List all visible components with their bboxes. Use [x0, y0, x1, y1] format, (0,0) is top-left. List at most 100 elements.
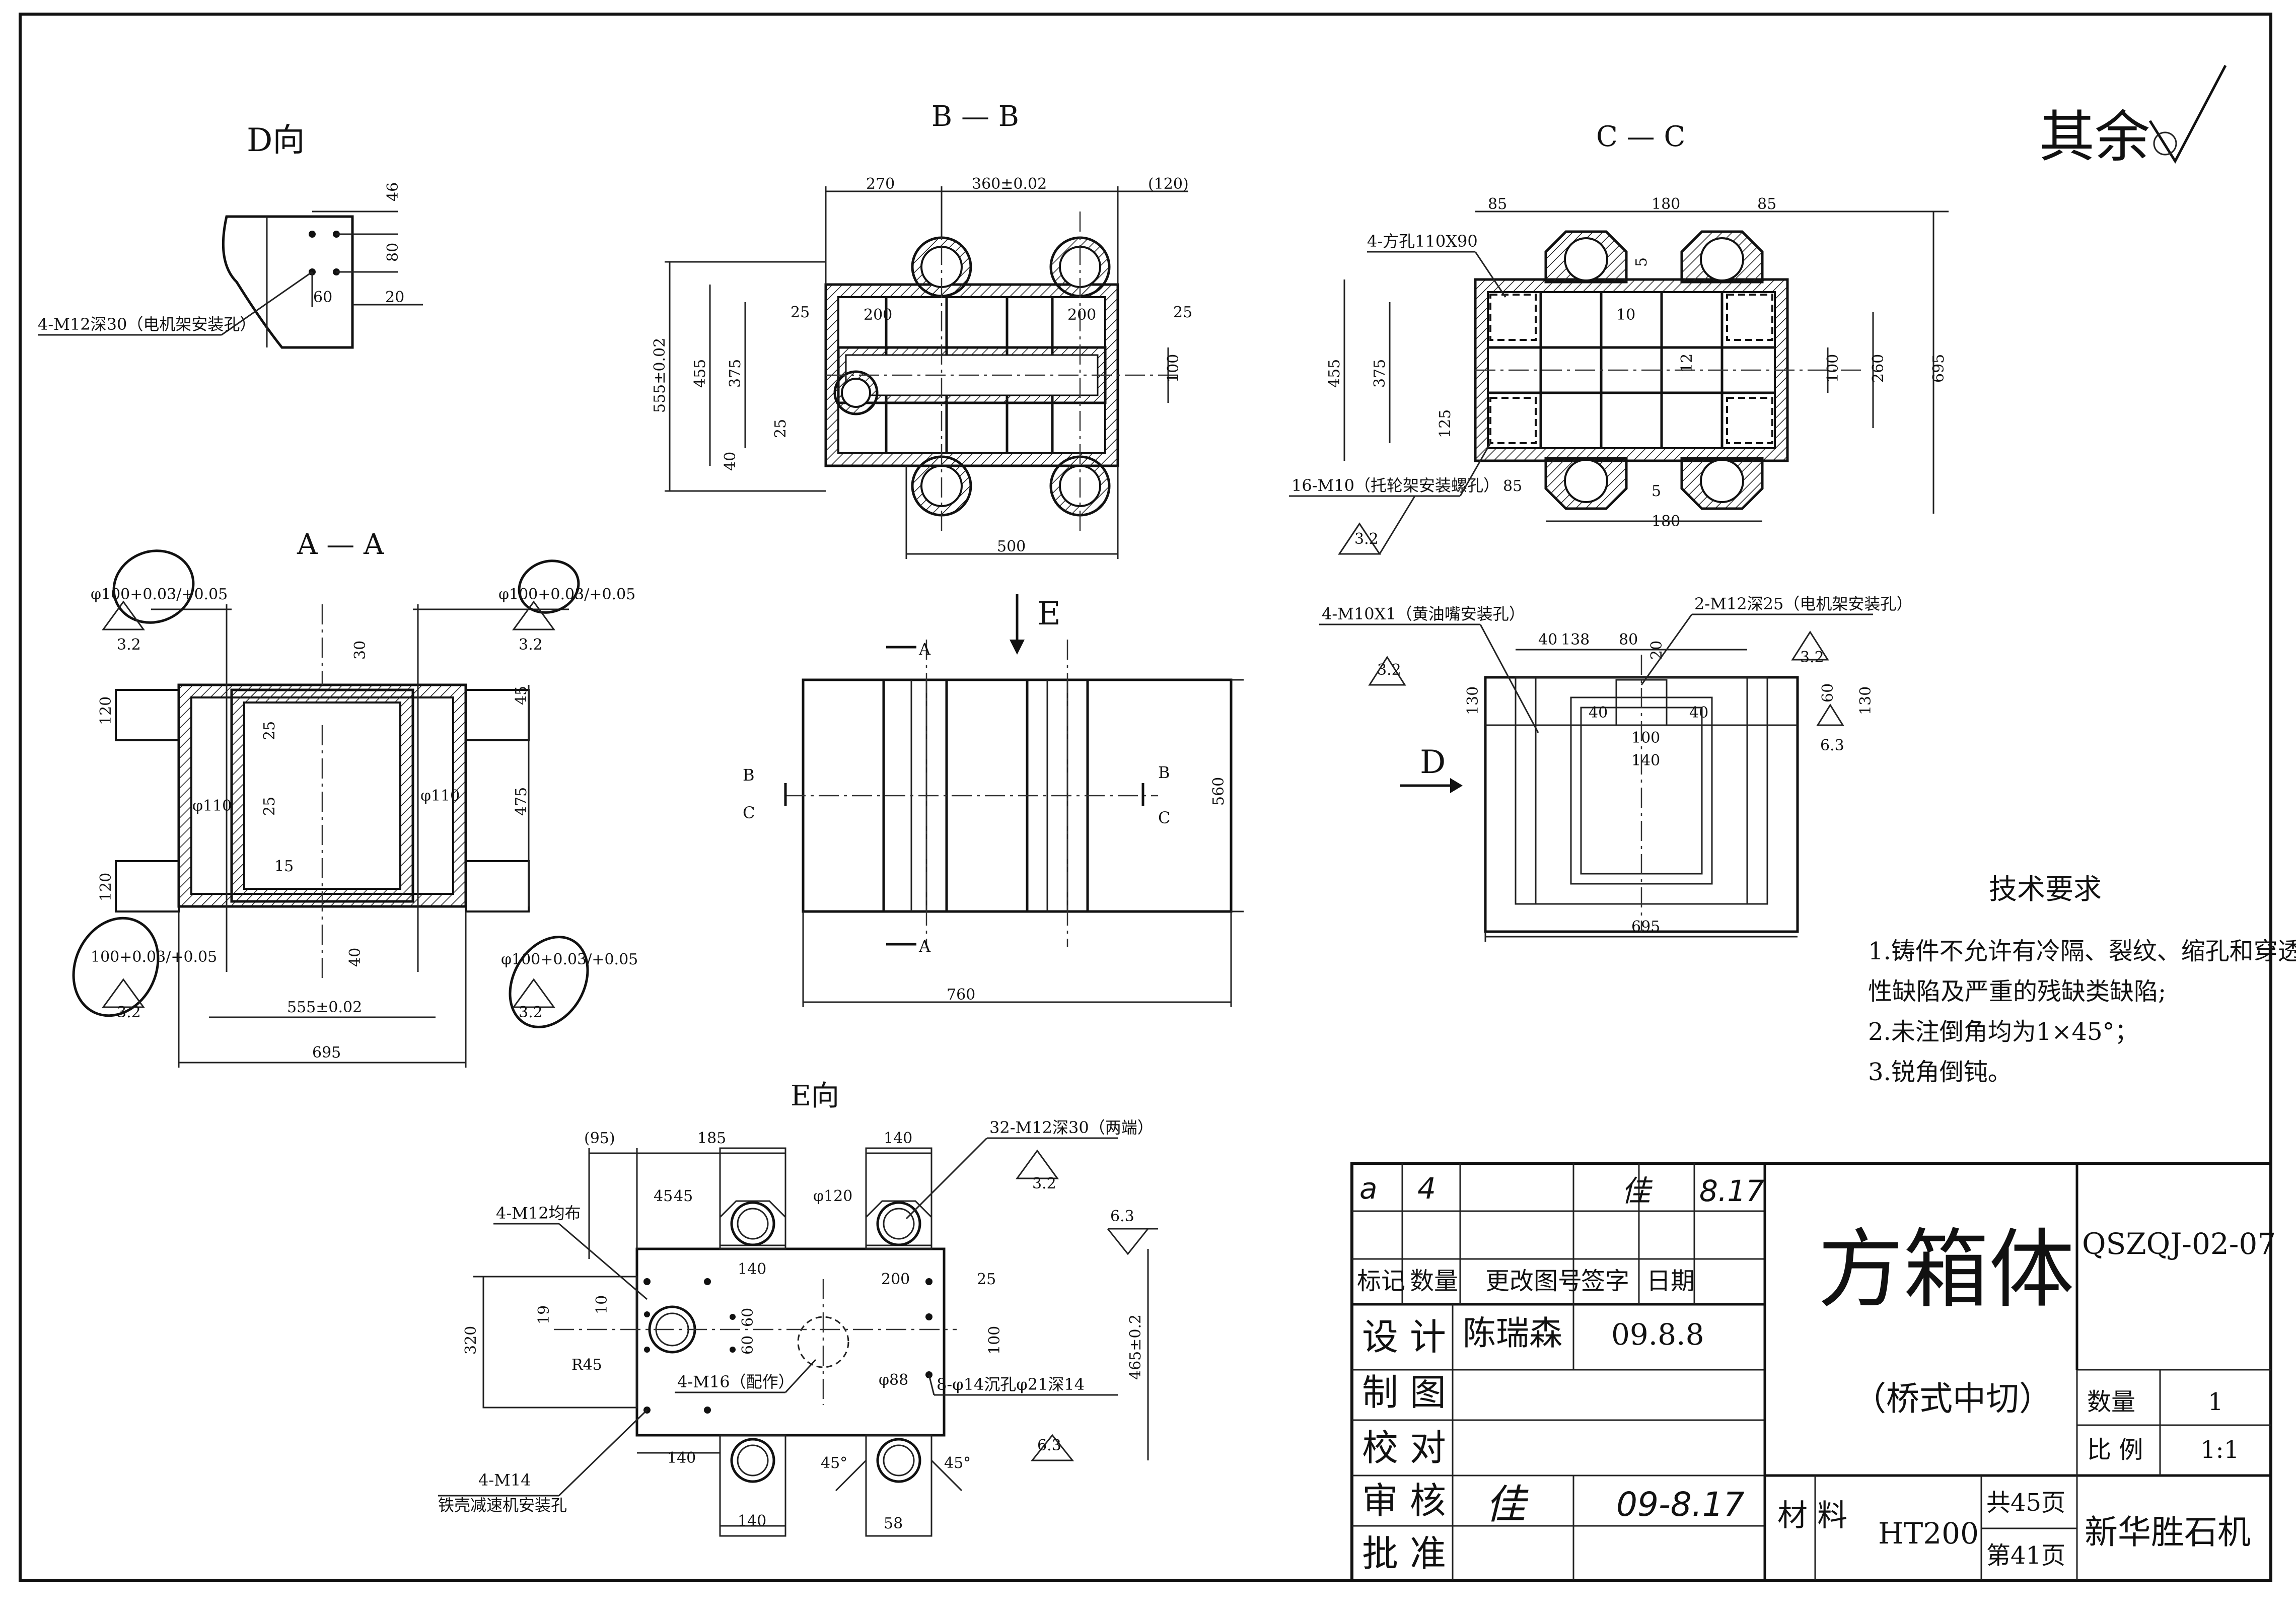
cc-dim-85b: 85	[1757, 195, 1776, 213]
cc-dim-125: 125	[1437, 409, 1454, 438]
e-32-m12-note: 32-M12深30（两端）	[989, 1118, 1154, 1137]
e-roughness-c: 6.3	[1037, 1437, 1061, 1454]
front-section-c-right: C	[1158, 808, 1170, 827]
side-dim-80: 80	[1619, 631, 1638, 649]
e-dim-10: 10	[593, 1295, 611, 1314]
cc-square-holes-note: 4-方孔110X90	[1367, 232, 1478, 251]
e-dim-58: 58	[884, 1515, 903, 1532]
e-view: E向 (95) 185 140 45 45 φ120 140 200	[438, 1080, 1158, 1537]
header-mark: 标记	[1357, 1267, 1405, 1295]
page-number: 第41页	[1986, 1541, 2065, 1570]
design-date: 09.8.8	[1611, 1317, 1704, 1352]
d-view-hole-note: 4-M12深30（电机架安装孔）	[38, 315, 256, 334]
e-roughness-a: 3.2	[1032, 1175, 1056, 1192]
aa-roughness-tl: 3.2	[117, 636, 141, 654]
e-dim-200: 200	[881, 1271, 910, 1288]
header-qty: 数量	[1410, 1267, 1458, 1295]
rev-sign: 佳	[1621, 1174, 1653, 1208]
d-view: D向 46 80 60 20 4-M12深30（电机架安装孔）	[38, 122, 423, 349]
e-dim-phi120: φ120	[813, 1187, 852, 1205]
e-roughness-b: 6.3	[1110, 1208, 1134, 1225]
side-dim-130a: 130	[1464, 686, 1482, 715]
tech-req-line-1: 1.铸件不允许有冷隔、裂纹、缩孔和穿透	[1868, 937, 2296, 965]
e-dim-185: 185	[697, 1130, 726, 1147]
rev-mark: a	[1359, 1171, 1378, 1206]
tech-req-line-2: 性缺陷及严重的残缺类缺陷;	[1868, 977, 2166, 1006]
part-subtitle: （桥式中切）	[1853, 1379, 2052, 1418]
cc-dim-180b: 180	[1652, 513, 1680, 530]
e-dim-r45: R45	[571, 1356, 602, 1374]
e-dim-45deg-b: 45°	[944, 1454, 971, 1472]
e-dim-60b: 60	[739, 1336, 757, 1355]
aa-dim-phi110a: φ110	[192, 797, 232, 815]
side-dim-40a: 40	[1538, 631, 1557, 649]
aa-dim-120a: 120	[97, 696, 115, 725]
front-e-arrow-label: E	[1037, 595, 1061, 633]
d-dim-60: 60	[313, 289, 332, 306]
side-dim-40c: 40	[1689, 704, 1708, 722]
cc-dim-180a: 180	[1652, 195, 1680, 213]
aa-dim-25b: 25	[261, 797, 278, 816]
front-dim-560: 560	[1210, 777, 1228, 806]
aa-roughness-tr: 3.2	[519, 636, 543, 654]
tech-req-title: 技术要求	[1989, 873, 2102, 906]
side-d-arrow-label: D	[1420, 744, 1446, 781]
reviewer-sign: 佳	[1485, 1481, 1529, 1528]
scale-value: 1:1	[2200, 1436, 2239, 1464]
e-dim-19: 19	[535, 1305, 553, 1324]
check-label: 校 对	[1362, 1427, 1446, 1469]
e-view-title: E向	[791, 1080, 839, 1112]
aa-dim-phi110b: φ110	[420, 787, 460, 805]
side-view: D 4-M10X1（黄油嘴安装孔） 2-M12深25（电机架安装孔） 40 13…	[1319, 594, 1912, 942]
bb-dim-25c: 25	[772, 419, 790, 438]
front-section-c-left: C	[743, 803, 755, 822]
header-date: 日期	[1646, 1267, 1695, 1295]
surface-note-text: 其余	[2039, 105, 2150, 169]
aa-tol-phi100-br: φ100+0.03/+0.05	[501, 951, 638, 968]
bb-dim-500: 500	[997, 538, 1026, 555]
bb-title: B — B	[931, 100, 1019, 133]
side-dim-140: 140	[1631, 752, 1660, 769]
design-label: 设 计	[1362, 1316, 1446, 1358]
bb-dim-270: 270	[866, 175, 895, 193]
aa-dim-120b: 120	[97, 873, 115, 901]
e-dim-60a: 60	[739, 1308, 757, 1327]
cc-dim-85c: 85	[1503, 477, 1522, 495]
review-date: 09-8.17	[1616, 1485, 1745, 1524]
e-dim-45a: 45	[654, 1187, 673, 1205]
front-section-b-left: B	[743, 765, 755, 785]
designer-name: 陈瑞森	[1463, 1314, 1562, 1353]
cc-tapped-holes-note: 16-M10（托轮架安装螺孔）	[1292, 476, 1499, 495]
company-name: 新华胜石机	[2085, 1513, 2251, 1552]
aa-dim-45: 45	[513, 686, 530, 705]
side-dim-100: 100	[1631, 729, 1660, 747]
front-view: E A A B C B C 560 760	[743, 594, 1244, 1007]
total-pages: 共45页	[1986, 1489, 2065, 1517]
aa-dim-40: 40	[346, 948, 364, 967]
e-dim-100: 100	[986, 1326, 1003, 1355]
approve-label: 批 准	[1362, 1532, 1446, 1575]
e-dim-320: 320	[462, 1326, 480, 1355]
cc-dim-12: 12	[1678, 354, 1696, 373]
cc-dim-455: 455	[1326, 359, 1343, 388]
side-roughness-c: 6.3	[1820, 737, 1844, 754]
side-dim-695: 695	[1631, 918, 1660, 936]
surface-finish-note: 其余	[2039, 64, 2227, 169]
e-dim-140d: 140	[738, 1512, 766, 1530]
aa-tol-100-bl: 100+0.03/+0.05	[91, 948, 217, 966]
bb-dim-455: 455	[691, 359, 709, 388]
aa-dim-695: 695	[312, 1044, 341, 1062]
cc-dim-5b: 5	[1652, 482, 1661, 500]
tech-req-line-3: 2.未注倒角均为1×45°；	[1868, 1018, 2139, 1046]
aa-dim-25a: 25	[261, 721, 278, 740]
e-gearbox-note: 铁壳减速机安装孔	[438, 1496, 567, 1515]
d-dim-80: 80	[384, 243, 402, 262]
d-dim-20: 20	[385, 289, 404, 306]
cc-section: C — C 85 180 85 5 10 12 100 260 695	[1289, 120, 1949, 555]
qty-label: 数量	[2087, 1388, 2135, 1416]
aa-dim-15: 15	[274, 858, 294, 875]
e-dim-45deg-a: 45°	[821, 1454, 847, 1472]
bb-dim-375: 375	[727, 359, 744, 388]
cc-dim-5a: 5	[1633, 257, 1651, 267]
